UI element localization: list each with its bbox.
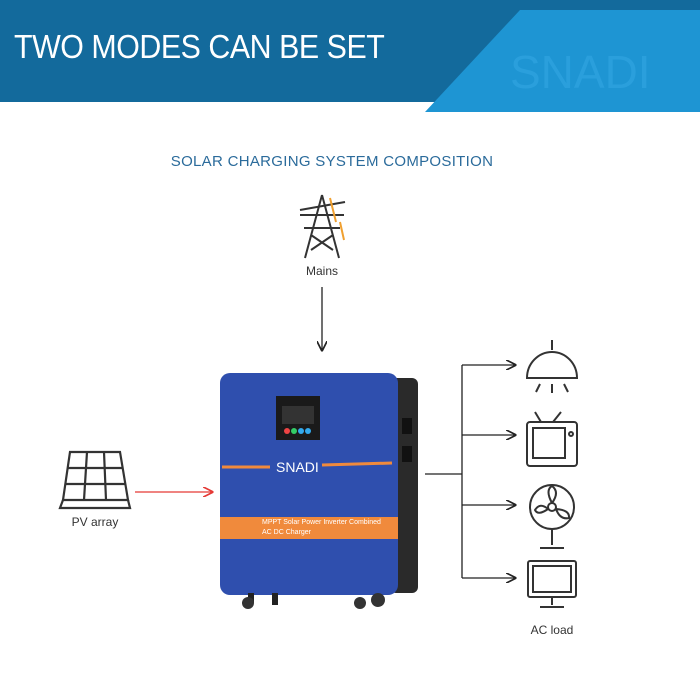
lamp-icon xyxy=(525,340,579,393)
watermark-logo: SNADI xyxy=(510,46,651,98)
tv-icon xyxy=(526,411,578,467)
ac-load-label: AC load xyxy=(530,623,574,637)
mains-label: Mains xyxy=(305,264,338,278)
power-tower-icon xyxy=(299,194,346,259)
fan-icon xyxy=(529,484,575,549)
load-branch-lines xyxy=(425,365,515,578)
pv-array-label: PV array xyxy=(71,515,119,529)
device-band-text: MPPT Solar Power Inverter Combined AC DC… xyxy=(262,519,381,536)
solar-panel-icon xyxy=(58,450,132,510)
diagram-subtitle: SOLAR CHARGING SYSTEM COMPOSITION xyxy=(170,153,494,170)
inverter-device-image: SNADI xyxy=(220,373,418,609)
page-title: TWO MODES CAN BE SET xyxy=(14,28,385,65)
header-accent-shape: SNADI xyxy=(425,10,700,112)
device-brand-logo: SNADI xyxy=(276,459,319,475)
monitor-icon xyxy=(527,560,577,608)
